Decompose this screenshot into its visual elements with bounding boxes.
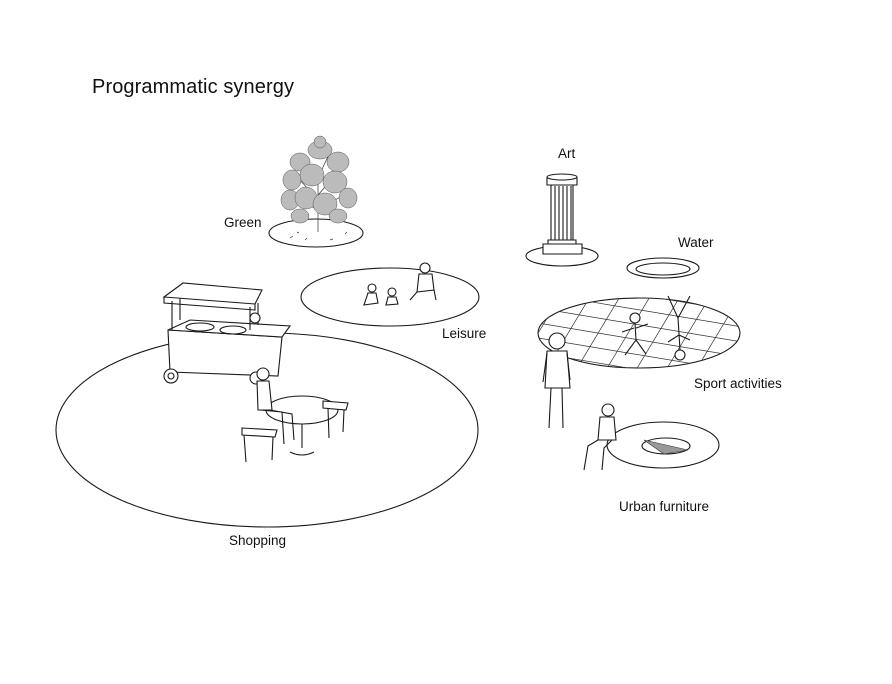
label-sport: Sport activities xyxy=(694,376,782,391)
people-illustrations xyxy=(249,262,691,471)
sport-zone xyxy=(537,297,741,369)
label-water: Water xyxy=(678,235,714,250)
label-leisure: Leisure xyxy=(442,326,487,341)
water-basin-illustration xyxy=(626,257,700,279)
leisure-zone xyxy=(300,267,480,327)
cafe-table-illustration xyxy=(241,395,349,463)
green-tree-illustration xyxy=(268,135,364,248)
label-shopping: Shopping xyxy=(229,533,287,548)
urban-furniture-zone xyxy=(606,421,720,469)
food-cart-illustration xyxy=(162,282,292,385)
label-green: Green xyxy=(224,215,262,230)
label-urban-furniture: Urban furniture xyxy=(619,499,710,514)
label-art: Art xyxy=(558,146,576,161)
art-column-illustration xyxy=(525,173,599,267)
diagram-title: Programmatic synergy xyxy=(92,76,295,98)
